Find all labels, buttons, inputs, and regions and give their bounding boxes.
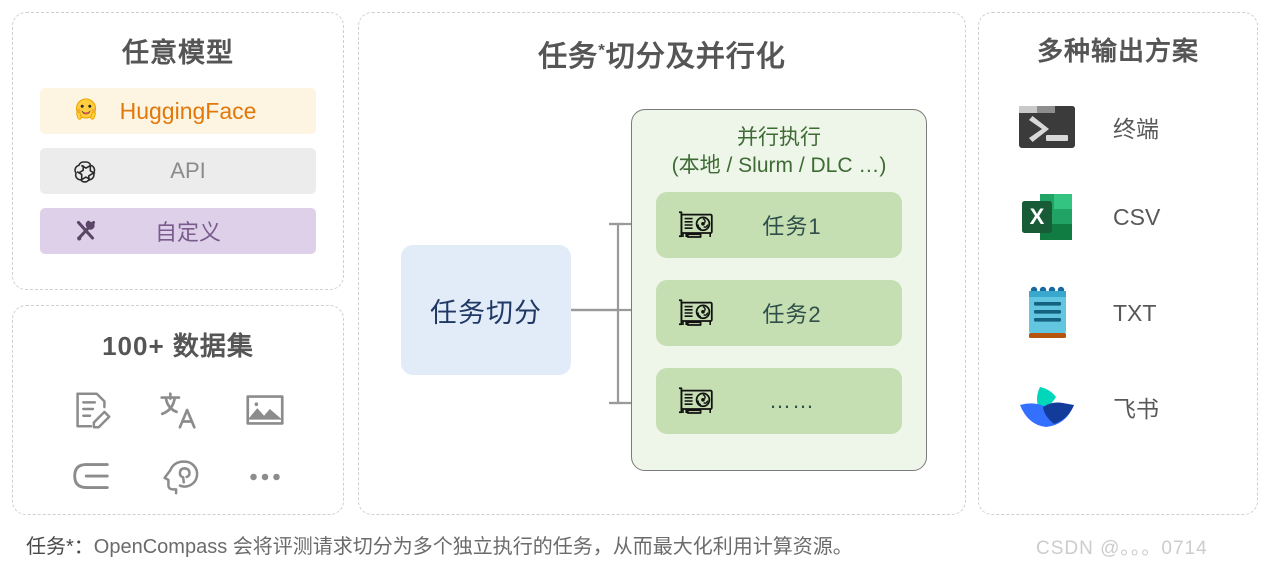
task-box-3[interactable]: …… <box>656 368 902 434</box>
model-label-huggingface: HuggingFace <box>119 97 257 124</box>
split-task-box[interactable]: 任务切分 <box>401 245 571 375</box>
terminal-icon <box>1015 104 1079 150</box>
datasets-panel: 100+ 数据集 <box>12 305 344 515</box>
excel-icon: X <box>1015 192 1079 242</box>
feishu-icon <box>1015 384 1079 430</box>
parallel-heading-line2: (本地 / Slurm / DLC …) <box>671 154 887 177</box>
gpu-card-icon <box>674 297 722 329</box>
pipeline-title-part1: 任务 <box>538 41 599 73</box>
model-row-api[interactable]: API <box>40 148 316 194</box>
dataset-icon-grid <box>47 377 309 509</box>
huggingface-icon <box>66 95 106 127</box>
task-box-list: 任务1 <box>656 192 902 434</box>
model-label-api: API <box>170 158 206 183</box>
task-box-2[interactable]: 任务2 <box>656 280 902 346</box>
task-label-2: 任务2 <box>762 302 822 327</box>
pipeline-panel-title: 任务*切分及并行化 <box>359 33 965 75</box>
csdn-watermark: CSDN @。。。0714 <box>1036 538 1208 559</box>
task-label-3: …… <box>769 388 815 413</box>
list-indent-icon <box>68 453 114 499</box>
pipeline-panel: 任务*切分及并行化 任务切 <box>358 12 966 515</box>
outputs-panel-title: 多种输出方案 <box>1036 36 1199 66</box>
brain-head-icon <box>155 453 201 499</box>
footnote-text: OpenCompass 会将评测请求切分为多个独立执行的任务，从而最大化利用计算… <box>93 536 853 558</box>
pipeline-title-part2: 切分及并行化 <box>605 41 786 73</box>
parallel-execution-heading: 并行执行 (本地 / Slurm / DLC …) <box>632 124 926 180</box>
models-panel-title: 任意模型 <box>122 38 234 68</box>
outputs-panel: 多种输出方案 终端 <box>978 12 1258 515</box>
output-label-feishu: 飞书 <box>1113 396 1159 422</box>
pipeline-title-star: * <box>598 40 606 60</box>
output-row-list: 终端 X CSV <box>979 104 1257 430</box>
model-row-huggingface[interactable]: HuggingFace <box>40 88 316 134</box>
ellipsis-icon <box>242 453 288 499</box>
openai-icon <box>66 156 106 186</box>
image-icon <box>242 387 288 433</box>
models-panel: 任意模型 Hugg <box>12 12 344 290</box>
output-row-feishu[interactable]: 飞书 <box>979 384 1257 430</box>
model-row-custom[interactable]: 自定义 <box>40 208 316 254</box>
gpu-card-icon <box>674 209 722 241</box>
gpu-card-icon <box>674 385 722 417</box>
footnote-marker: 任务*： <box>26 536 94 558</box>
output-row-txt[interactable]: TXT <box>979 284 1257 342</box>
translate-icon <box>155 387 201 433</box>
parallel-execution-box: 并行执行 (本地 / Slurm / DLC …) <box>631 109 927 471</box>
svg-text:X: X <box>1030 204 1045 229</box>
output-row-csv[interactable]: X CSV <box>979 192 1257 242</box>
output-label-terminal: 终端 <box>1113 116 1159 142</box>
model-row-list: HuggingFace <box>40 88 316 254</box>
model-label-custom: 自定义 <box>154 220 221 245</box>
document-edit-icon <box>68 387 114 433</box>
notepad-icon <box>1015 284 1079 342</box>
task-label-1: 任务1 <box>762 214 822 239</box>
task-box-1[interactable]: 任务1 <box>656 192 902 258</box>
output-row-terminal[interactable]: 终端 <box>979 104 1257 150</box>
parallel-heading-line1: 并行执行 <box>737 126 821 149</box>
footnote: 任务*：OpenCompass 会将评测请求切分为多个独立执行的任务，从而最大化… <box>26 530 853 559</box>
tools-icon <box>66 215 106 247</box>
datasets-panel-title: 100+ 数据集 <box>102 331 254 361</box>
output-label-txt: TXT <box>1113 299 1157 326</box>
output-label-csv: CSV <box>1113 203 1161 230</box>
split-task-label: 任务切分 <box>430 297 542 328</box>
